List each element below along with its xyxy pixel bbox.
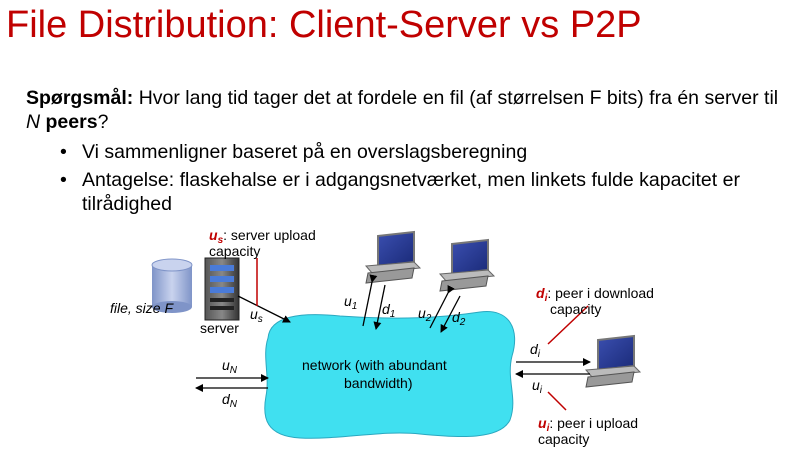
d2-arrow bbox=[440, 295, 461, 333]
file-size-label: file, size F bbox=[110, 300, 174, 316]
bullet-item: Antagelse: flaskehalse er i adgangsnetvæ… bbox=[60, 168, 800, 216]
network-label-line2: bandwidth) bbox=[344, 375, 413, 391]
u2-label: u2 bbox=[418, 305, 432, 324]
server-label: server bbox=[200, 320, 239, 336]
network-label-line1: network (with abundant bbox=[302, 357, 447, 373]
d2-label: d2 bbox=[452, 309, 466, 328]
question-text: Spørgsmål: Hvor lang tid tager det at fo… bbox=[26, 86, 786, 134]
di-label: di bbox=[530, 341, 541, 360]
d1-label: d1 bbox=[382, 301, 395, 320]
ui-annotation: ui: peer i upload bbox=[538, 415, 638, 434]
question-label: Spørgsmål: bbox=[26, 87, 134, 109]
peer-computer-icon bbox=[438, 238, 496, 292]
peer-computer-icon bbox=[584, 334, 642, 388]
question-end: ? bbox=[97, 111, 109, 133]
ui-annotation-capacity: capacity bbox=[538, 431, 589, 447]
peer-computer-icon bbox=[364, 230, 422, 284]
u1-arrow bbox=[362, 274, 378, 327]
ui-label: ui bbox=[532, 377, 543, 396]
bullet-list: Vi sammenligner baseret på en overslagsb… bbox=[60, 140, 800, 220]
ui-annotation-line bbox=[547, 391, 567, 411]
question-n: N bbox=[26, 111, 41, 133]
di-annotation-line bbox=[547, 305, 589, 345]
d1-arrow bbox=[373, 284, 386, 330]
u1-label: u1 bbox=[344, 293, 357, 312]
network-cloud bbox=[264, 311, 516, 439]
question-peers: peers bbox=[45, 111, 98, 133]
di-annotation-capacity: capacity bbox=[550, 301, 601, 317]
u2-arrow bbox=[429, 284, 455, 329]
di-annotation: di: peer i download bbox=[536, 285, 654, 304]
dN-label: dN bbox=[222, 391, 238, 410]
us-link-label: us bbox=[250, 306, 263, 325]
bullet-item: Vi sammenligner baseret på en overslagsb… bbox=[60, 140, 800, 164]
question-body: Hvor lang tid tager det at fordele en fi… bbox=[133, 87, 779, 109]
server-icon bbox=[204, 257, 240, 321]
file-disk-icon bbox=[151, 258, 193, 313]
us-annotation: us: server upload bbox=[209, 227, 316, 246]
slide-title: File Distribution: Client-Server vs P2P bbox=[6, 4, 642, 46]
us-annotation-capacity: capacity bbox=[209, 243, 260, 259]
server-upload-arrow bbox=[237, 295, 291, 323]
uN-label: uN bbox=[222, 357, 238, 376]
